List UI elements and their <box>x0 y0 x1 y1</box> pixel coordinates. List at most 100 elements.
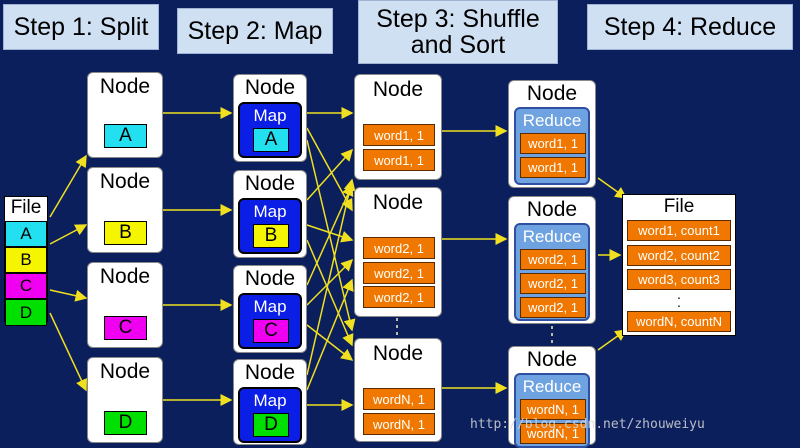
reduce-label: Reduce <box>522 227 582 246</box>
map-task-a: Map A <box>238 102 302 158</box>
output-file-title: File <box>663 196 695 217</box>
step-2-header: Step 2: Map <box>177 8 333 54</box>
arrow-map-shuffle-c1 <box>306 183 354 286</box>
arrow-map-shuffle-c2 <box>306 258 354 306</box>
input-file-title: File <box>10 197 42 218</box>
step-2-label: Step 2: Map <box>187 16 323 45</box>
map-task-d: Map D <box>238 387 302 443</box>
node-label: Node <box>99 170 151 193</box>
output-file: File word1, count1 word2, count2 word3, … <box>622 194 736 336</box>
map-chunk-b: B <box>253 224 289 248</box>
step-4-header: Step 4: Reduce <box>587 4 793 50</box>
map-node-d: Node Map D <box>233 359 307 445</box>
reduce-pair: wordN, 1 <box>520 423 586 444</box>
node-label: Node <box>99 265 151 288</box>
shuffle-node-2: Node word2, 1 word2, 1 word2, 1 <box>354 187 442 317</box>
map-node-a: Node Map A <box>233 74 307 162</box>
arrow-split-d <box>49 312 87 392</box>
reduce-pair: word2, 1 <box>520 297 586 318</box>
map-chunk-c: C <box>253 319 289 343</box>
node-label: Node <box>244 76 296 99</box>
step-1-header: Step 1: Split <box>3 4 159 50</box>
split-node-b: Node B <box>87 167 163 253</box>
split-chunk-c: C <box>104 316 147 340</box>
map-chunk-d: D <box>253 413 289 437</box>
node-label: Node <box>372 191 424 214</box>
reduce-node-n: Node Reduce wordN, 1 wordN, 1 <box>508 346 596 448</box>
reduce-pair: word1, 1 <box>520 157 586 178</box>
arrow-split-c <box>49 289 88 302</box>
split-node-a: Node A <box>87 72 163 158</box>
map-node-b: Node Map B <box>233 170 307 258</box>
arrow-map-shuffle-c3 <box>306 324 354 361</box>
shuffle-pair: word1, 1 <box>363 124 435 146</box>
input-part-d: D <box>5 299 47 326</box>
map-node-c: Node Map C <box>233 265 307 353</box>
step-3-label-line2: and Sort <box>410 31 506 59</box>
shuffle-pair: word2, 1 <box>363 286 435 308</box>
split-chunk-d: D <box>104 411 147 435</box>
reduce-task-2: Reduce word2, 1 word2, 1 word2, 1 <box>514 223 590 321</box>
output-row: wordN, countN <box>627 311 731 332</box>
arrow-split-a <box>49 154 87 218</box>
reduce-label: Reduce <box>522 111 582 130</box>
node-label: Node <box>526 82 578 105</box>
arrow-map-shuffle-d2 <box>306 278 354 391</box>
reduce-label: Reduce <box>522 377 582 396</box>
node-label: Node <box>244 267 296 290</box>
reduce-node-1: Node Reduce word1, 1 word1, 1 <box>508 80 596 188</box>
reduce-pair: word2, 1 <box>520 273 586 294</box>
map-label: Map <box>253 202 287 221</box>
step-4-label: Step 4: Reduce <box>603 12 777 41</box>
node-label: Node <box>526 348 578 371</box>
split-chunk-a: A <box>104 124 147 148</box>
map-task-b: Map B <box>238 198 302 254</box>
node-label: Node <box>526 198 578 221</box>
shuffle-node-n: Node wordN, 1 wordN, 1 <box>354 338 442 442</box>
step-3-header: Step 3: Shuffle and Sort <box>358 0 558 64</box>
map-task-c: Map C <box>238 293 302 349</box>
map-label: Map <box>253 391 287 410</box>
output-row: word1, count1 <box>627 220 731 241</box>
reduce-pair: word2, 1 <box>520 249 586 270</box>
shuffle-node-1: Node word1, 1 word1, 1 <box>354 74 442 180</box>
input-part-c: C <box>5 273 47 299</box>
shuffle-pair: wordN, 1 <box>363 413 435 435</box>
map-label: Map <box>253 106 287 125</box>
map-chunk-a: A <box>253 128 289 152</box>
output-row: word3, count3 <box>627 269 731 290</box>
arrow-map-shuffle-b3 <box>306 239 354 347</box>
output-row: word2, count2 <box>627 245 731 266</box>
split-node-c: Node C <box>87 262 163 348</box>
shuffle-pair: word2, 1 <box>363 237 435 259</box>
input-file: File A B C D <box>4 196 48 326</box>
arrow-map-shuffle-b1 <box>306 148 354 201</box>
input-part-a: A <box>5 221 47 247</box>
step-3-label-line1: Step 3: Shuffle <box>376 4 540 33</box>
reduce-pair: wordN, 1 <box>520 399 586 420</box>
arrow-reduce-file-1 <box>597 177 628 199</box>
shuffle-pair: word2, 1 <box>363 262 435 284</box>
node-label: Node <box>372 342 424 365</box>
watermark-text: http://blog.csdn.net/zhouweiyu <box>470 417 705 432</box>
arrow-split-b <box>49 224 88 245</box>
arrow-map-shuffle-b2 <box>306 224 354 243</box>
shuffle-pair: word1, 1 <box>363 149 435 171</box>
node-label: Node <box>99 75 151 98</box>
reduce-task-n: Reduce wordN, 1 wordN, 1 <box>514 373 590 448</box>
reduce-node-2: Node Reduce word2, 1 word2, 1 word2, 1 <box>508 196 596 324</box>
input-part-b: B <box>5 247 47 273</box>
shuffle-pair: wordN, 1 <box>363 388 435 410</box>
split-chunk-b: B <box>104 221 147 245</box>
reduce-pair: word1, 1 <box>520 133 586 154</box>
split-node-d: Node D <box>87 357 163 443</box>
node-label: Node <box>244 361 296 384</box>
step-1-label: Step 1: Split <box>13 12 149 41</box>
reduce-task-1: Reduce word1, 1 word1, 1 <box>514 107 590 185</box>
node-label: Node <box>372 78 424 101</box>
arrow-map-shuffle-d1 <box>306 178 356 376</box>
node-label: Node <box>244 172 296 195</box>
arrow-reduce-file-n <box>597 329 628 351</box>
node-label: Node <box>99 360 151 383</box>
